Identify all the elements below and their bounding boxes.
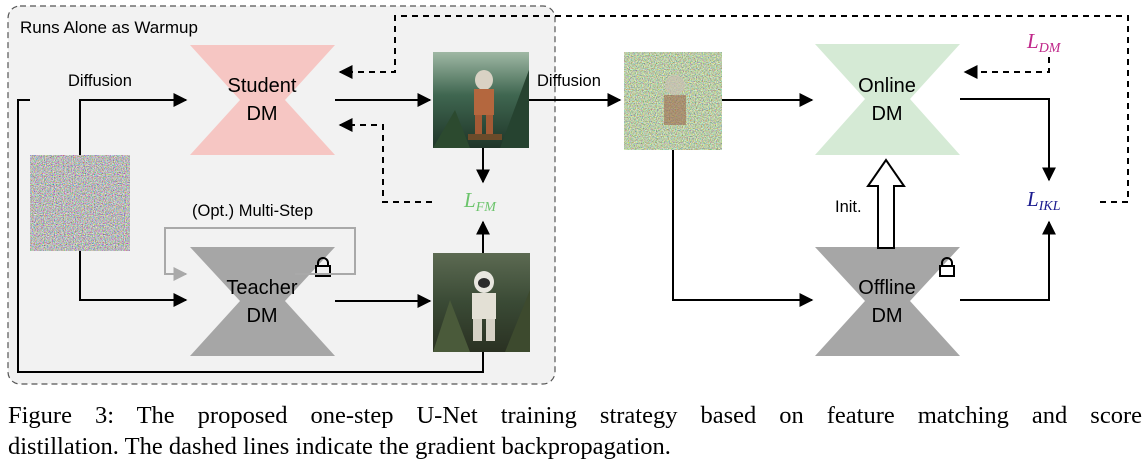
teacher-dm-line1: Teacher	[226, 277, 297, 299]
outer-loop-line	[17, 99, 484, 373]
online-dm-line1: Online	[858, 75, 916, 97]
online-dm-block: Online DM	[815, 44, 960, 155]
student-output-image	[433, 52, 529, 148]
figure-caption: Figure 3: The proposed one-step U-Net tr…	[8, 400, 1142, 462]
student-dm-line2: DM	[246, 103, 277, 125]
offline-dm-line2: DM	[871, 305, 902, 327]
caption-line-2: distillation. The dashed lines indicate …	[8, 433, 671, 460]
diffusion-label-right: Diffusion	[537, 72, 601, 90]
multistep-label: (Opt.) Multi-Step	[192, 202, 313, 220]
offline-to-likl-arrow	[960, 220, 1056, 301]
teacher-dm-line2: DM	[246, 305, 277, 327]
student-dm-line1: Student	[228, 75, 297, 97]
noisy-to-offline-arrow	[672, 150, 814, 307]
offline-dm-block: Offline DM	[815, 247, 960, 356]
teacher-output-image	[433, 253, 530, 352]
noise-input-image	[30, 155, 130, 251]
noisy-image	[624, 52, 722, 150]
diffusion-label-left: Diffusion	[68, 72, 132, 90]
noise-to-teacher-arrow	[79, 251, 188, 307]
init-label: Init.	[835, 198, 862, 216]
student-dm-block: Student DM	[190, 45, 335, 155]
diffusion-arrow-to-student	[79, 93, 188, 155]
offline-dm-line1: Offline	[858, 277, 915, 299]
loss-fm-label: LFM	[463, 188, 497, 215]
online-dm-line2: DM	[871, 103, 902, 125]
multistep-loop-arrow	[164, 227, 356, 281]
lock-icon	[315, 257, 331, 277]
lock-icon	[939, 257, 955, 277]
training-strategy-diagram: Runs Alone as Warmup Diffusion Student D…	[7, 5, 1129, 385]
gradient-ldm-to-online	[963, 57, 1050, 79]
loss-dm-label: LDM	[1026, 29, 1062, 56]
gradient-likl-to-student	[338, 15, 1129, 203]
warmup-label: Runs Alone as Warmup	[20, 18, 198, 37]
online-to-likl-arrow	[960, 98, 1056, 182]
loss-ikl-label: LIKL	[1026, 187, 1061, 214]
caption-line-1: Figure 3: The proposed one-step U-Net tr…	[8, 402, 1142, 429]
init-up-arrow-icon	[866, 158, 906, 249]
gradient-fm-to-student	[338, 118, 432, 203]
